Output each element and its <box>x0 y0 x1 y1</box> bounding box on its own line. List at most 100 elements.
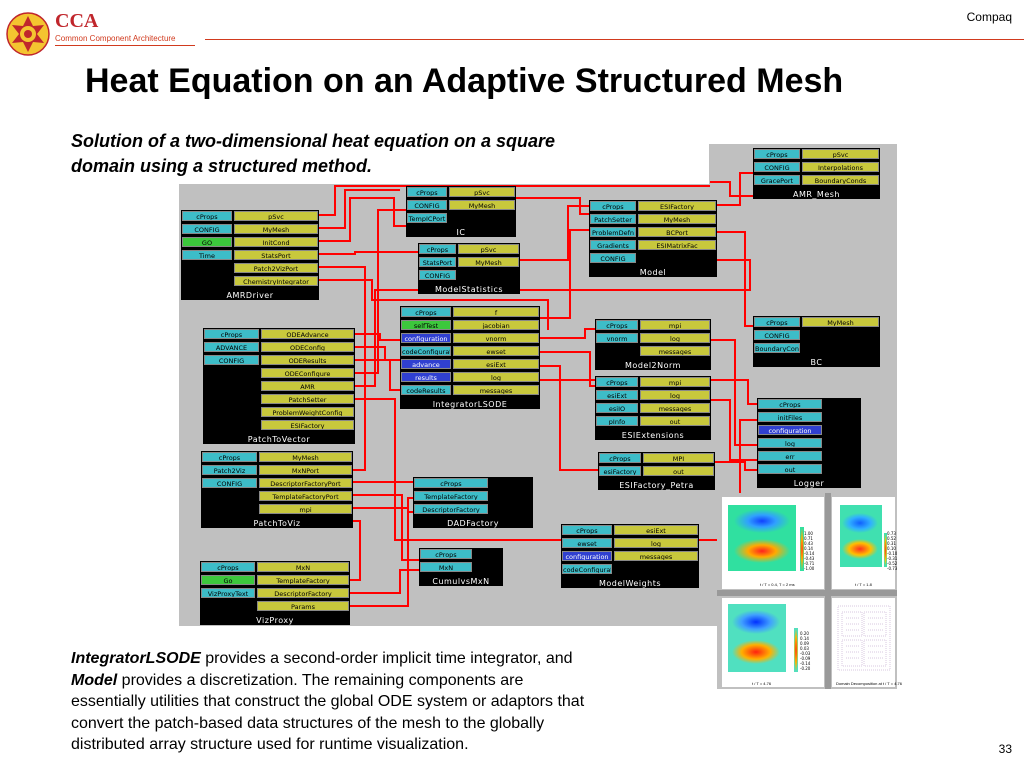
provides-port[interactable]: mpi <box>640 320 710 330</box>
provides-port[interactable]: ODEAdvance <box>261 329 354 339</box>
uses-port[interactable]: cProps <box>596 320 638 330</box>
uses-port[interactable]: VizProxyText <box>201 588 255 598</box>
uses-port[interactable]: vnorm <box>596 333 638 343</box>
uses-port[interactable]: BoundaryConds <box>754 343 800 353</box>
uses-port[interactable]: out <box>758 464 822 474</box>
uses-port[interactable]: TemplateFactory <box>414 491 488 501</box>
component-modelweights[interactable]: cProps ewset configuration codeConfiguratio… <box>561 524 699 588</box>
uses-port[interactable]: Patch2Viz <box>202 465 257 475</box>
provides-port[interactable]: f <box>453 307 539 317</box>
provides-port[interactable]: pSvc <box>458 244 519 254</box>
provides-port[interactable]: MyMesh <box>458 257 519 267</box>
uses-port[interactable]: selfTest <box>401 320 451 330</box>
provides-port[interactable]: MyMesh <box>259 452 352 462</box>
uses-port[interactable]: Gradients <box>590 240 636 250</box>
provides-port[interactable]: ODEConfigure <box>261 368 354 378</box>
provides-port[interactable]: ODEConfig <box>261 342 354 352</box>
uses-port[interactable]: cProps <box>201 562 255 572</box>
uses-port[interactable]: esiExt <box>596 390 638 400</box>
provides-port[interactable]: PatchSetter <box>261 394 354 404</box>
provides-port[interactable]: StatsPort <box>234 250 318 260</box>
uses-port[interactable]: CONFIG <box>590 253 636 263</box>
provides-port[interactable]: ChemistryIntegrator <box>234 276 318 286</box>
uses-port[interactable]: cProps <box>758 399 822 409</box>
provides-port[interactable]: MPI <box>643 453 714 463</box>
uses-port[interactable]: pInfo <box>596 416 638 426</box>
uses-port[interactable]: esiFactory <box>599 466 641 476</box>
provides-port[interactable]: ESIFactory <box>638 201 716 211</box>
uses-port[interactable]: cProps <box>420 549 472 559</box>
uses-port[interactable]: Time <box>182 250 232 260</box>
uses-port[interactable]: esiIO <box>596 403 638 413</box>
provides-port[interactable]: MyMesh <box>638 214 716 224</box>
uses-port[interactable]: cProps <box>599 453 641 463</box>
uses-port[interactable]: configuration <box>758 425 822 435</box>
uses-port[interactable]: CONFIG <box>202 478 257 488</box>
uses-port[interactable]: cProps <box>754 317 800 327</box>
uses-port[interactable]: GracePort <box>754 175 800 185</box>
provides-port[interactable]: ODEResults <box>261 355 354 365</box>
uses-port[interactable]: PatchSetter <box>590 214 636 224</box>
uses-port[interactable]: cProps <box>202 452 257 462</box>
provides-port[interactable]: out <box>643 466 714 476</box>
provides-port[interactable]: ESIFactory <box>261 420 354 430</box>
uses-port[interactable]: cProps <box>596 377 638 387</box>
uses-port[interactable]: TempICPort <box>407 213 447 223</box>
uses-port[interactable]: results <box>401 372 451 382</box>
provides-port[interactable]: BoundaryConds <box>802 175 879 185</box>
uses-port[interactable]: log <box>758 438 822 448</box>
uses-port[interactable]: CONFIG <box>182 224 232 234</box>
uses-port[interactable]: cProps <box>754 149 800 159</box>
provides-port[interactable]: pSvc <box>234 211 318 221</box>
uses-port[interactable]: CONFIG <box>419 270 456 280</box>
provides-port[interactable]: messages <box>453 385 539 395</box>
provides-port[interactable]: esiExt <box>453 359 539 369</box>
uses-port[interactable]: CONFIG <box>204 355 259 365</box>
uses-port[interactable]: CONFIG <box>754 162 800 172</box>
uses-port[interactable]: DescriptorFactory <box>414 504 488 514</box>
provides-port[interactable]: mpi <box>259 504 352 514</box>
provides-port[interactable]: ProblemWeightConfig <box>261 407 354 417</box>
provides-port[interactable]: jacobian <box>453 320 539 330</box>
uses-port[interactable]: initFiles <box>758 412 822 422</box>
uses-port[interactable]: ewset <box>562 538 612 548</box>
uses-port[interactable]: codeResults <box>401 385 451 395</box>
provides-port[interactable]: InitCond <box>234 237 318 247</box>
provides-port[interactable]: log <box>453 372 539 382</box>
provides-port[interactable]: vnorm <box>453 333 539 343</box>
uses-port[interactable]: ProblemDefn <box>590 227 636 237</box>
provides-port[interactable]: MyMesh <box>802 317 879 327</box>
uses-port[interactable]: cProps <box>414 478 488 488</box>
provides-port[interactable]: log <box>640 390 710 400</box>
provides-port[interactable]: esiExt <box>614 525 698 535</box>
provides-port[interactable]: ESIMatrixFac <box>638 240 716 250</box>
uses-port[interactable]: advance <box>401 359 451 369</box>
provides-port[interactable]: DescriptorFactoryPort <box>259 478 352 488</box>
provides-port[interactable]: BCPort <box>638 227 716 237</box>
uses-port[interactable]: codeConfiguration <box>562 564 612 574</box>
uses-port[interactable]: cProps <box>182 211 232 221</box>
provides-port[interactable]: Params <box>257 601 349 611</box>
uses-port[interactable]: configuration <box>562 551 612 561</box>
provides-port[interactable]: Interpolations <box>802 162 879 172</box>
provides-port[interactable]: log <box>640 333 710 343</box>
uses-port[interactable]: configuration <box>401 333 451 343</box>
provides-port[interactable]: TemplateFactory <box>257 575 349 585</box>
provides-port[interactable]: AMR <box>261 381 354 391</box>
uses-port[interactable]: CONFIG <box>407 200 447 210</box>
provides-port[interactable]: MyMesh <box>234 224 318 234</box>
uses-port[interactable]: cProps <box>562 525 612 535</box>
uses-port[interactable]: cProps <box>407 187 447 197</box>
uses-port[interactable]: codeConfiguration <box>401 346 451 356</box>
